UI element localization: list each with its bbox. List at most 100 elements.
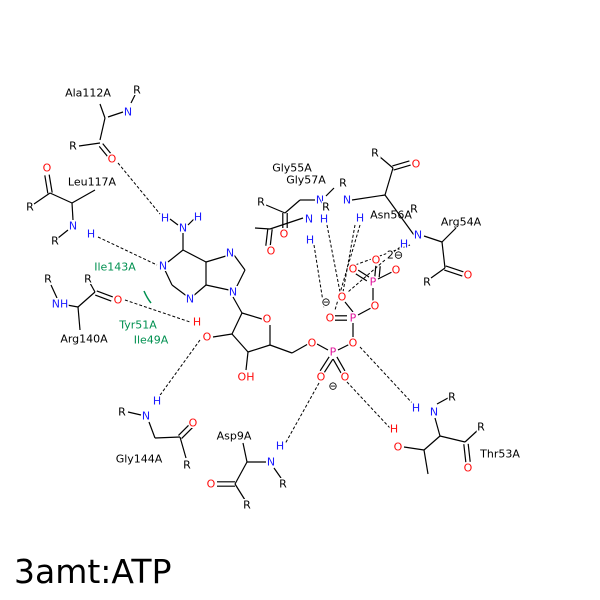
hydrogen-bond <box>326 224 341 293</box>
bond <box>242 442 248 463</box>
residue-label-arg54: Arg54A <box>441 216 482 229</box>
double-bond <box>44 175 49 194</box>
bond <box>423 235 443 243</box>
atom-label-r: R <box>183 459 191 472</box>
bond <box>107 111 124 118</box>
double-bond <box>102 143 113 155</box>
atom-label-o: O <box>326 312 335 325</box>
double-bond <box>48 174 53 193</box>
atom-label-n: N <box>159 260 167 273</box>
diagram-title: 3amt:ATP <box>14 552 172 591</box>
atom-label-h: H <box>153 395 161 408</box>
bond <box>187 218 195 226</box>
atom-label-r: R <box>26 201 34 214</box>
hydrophobic-contact-arc <box>143 290 152 304</box>
bond <box>154 436 181 439</box>
atom-label-o: O <box>203 331 212 344</box>
bond <box>212 333 233 338</box>
atom-label-h: H <box>390 423 398 436</box>
atom-label-n: N <box>305 213 313 226</box>
bond <box>234 461 248 485</box>
atom-label-r: R <box>448 391 456 404</box>
double-bond <box>95 294 112 302</box>
bond <box>49 192 73 204</box>
atom-label-h: H <box>306 234 314 247</box>
atom-label-o: O <box>207 478 216 491</box>
atom-label-n: N <box>186 293 194 306</box>
atom-label-n: N <box>267 456 275 469</box>
double-bond <box>323 358 334 374</box>
atom-label-o: O <box>308 337 317 350</box>
atom-label-r: R <box>322 201 330 214</box>
double-bond <box>463 444 467 463</box>
atom-label-o: O <box>412 158 421 171</box>
atom-label-n: N <box>414 229 422 242</box>
residue-label-asn56: Asn56A <box>370 209 412 222</box>
atom-label-n: N <box>69 220 77 233</box>
hydrogen-bond <box>313 244 325 309</box>
residue-label-gly55: Gly55A <box>272 162 312 175</box>
bond <box>337 343 351 351</box>
atom-label-minus: ⊖ <box>328 380 337 393</box>
bond <box>241 312 263 320</box>
bond <box>127 411 142 416</box>
atom-label-o: O <box>263 313 272 326</box>
bond <box>254 227 271 230</box>
bond <box>77 306 81 331</box>
atom-label-o: O <box>392 264 401 277</box>
residue-label-ile49: Ile49A <box>134 334 169 347</box>
residue-label-ala112: Ala112A <box>65 87 111 100</box>
bond <box>423 435 441 451</box>
double-bond <box>392 160 410 167</box>
bond <box>284 199 301 214</box>
bond <box>377 271 393 280</box>
double-bond <box>355 273 368 282</box>
atom-label-h: H <box>400 238 408 251</box>
bond <box>77 291 96 308</box>
double-bond <box>336 356 346 372</box>
bond <box>291 343 309 354</box>
residue-label-tyr51: Tyr51A <box>118 319 157 332</box>
bond <box>269 344 293 354</box>
bond <box>357 307 372 316</box>
atom-label-o: O <box>394 441 403 454</box>
residue-label-arg140: Arg140A <box>60 333 108 346</box>
atom-label-h: H <box>193 316 201 329</box>
hydrogen-bond <box>284 382 320 445</box>
bond <box>265 204 286 214</box>
bond <box>403 446 425 451</box>
bond <box>66 304 79 308</box>
hydrogen-bond <box>342 224 356 293</box>
bond <box>247 344 271 353</box>
bond <box>316 343 329 351</box>
atom-label-r: R <box>133 84 141 97</box>
atom-label-h: H <box>87 228 95 241</box>
double-bond <box>357 269 370 278</box>
atom-label-r: R <box>69 140 77 153</box>
atom-label-r: R <box>477 421 485 434</box>
double-bond <box>269 229 273 247</box>
atom-label-o: O <box>338 291 347 304</box>
bond <box>439 435 466 443</box>
atom-label-r: R <box>118 406 126 419</box>
atom-label-r: R <box>339 177 347 190</box>
atom-label-charge2: 2⊖ <box>387 249 403 262</box>
bond <box>33 192 51 205</box>
bond <box>231 312 243 335</box>
bond <box>169 218 179 226</box>
residue-label-ile143: Ile143A <box>94 261 136 274</box>
bond <box>71 202 74 221</box>
double-bond <box>98 146 109 158</box>
bond <box>464 429 479 443</box>
atom-label-h: H <box>356 212 364 225</box>
atom-label-o: O <box>108 153 117 166</box>
bond <box>89 282 96 293</box>
atom-label-r: R <box>44 273 52 286</box>
bond <box>179 436 187 459</box>
atom-label-n: N <box>229 286 237 299</box>
atom-label-h: H <box>320 213 328 226</box>
atom-label-p: P <box>330 346 337 359</box>
hydrogen-bond <box>346 381 391 429</box>
double-bond <box>467 443 471 462</box>
